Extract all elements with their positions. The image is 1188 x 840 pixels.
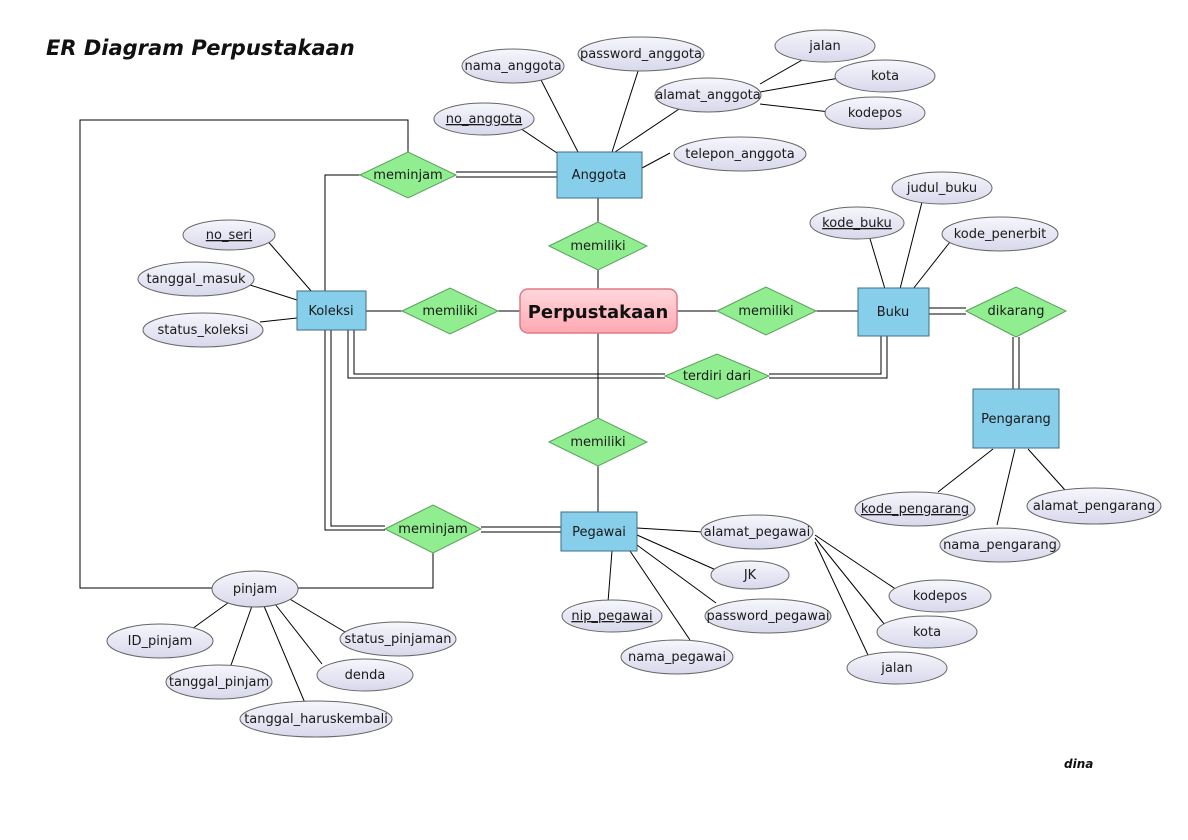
attribute-label: denda [345, 668, 386, 683]
attribute-kodepos-anggota: kodepos [824, 96, 926, 130]
attribute-label: no_seri [206, 228, 252, 243]
attribute-denda: denda [316, 658, 414, 692]
attribute-judul-buku: judul_buku [891, 171, 993, 205]
attribute-nama-pegawai: nama_pegawai [620, 639, 734, 675]
attribute-label: nama_anggota [464, 59, 561, 74]
attribute-kota-pegawai: kota [876, 615, 978, 649]
attribute-label: kodepos [848, 106, 902, 121]
attribute-label: kode_pengarang [861, 502, 969, 517]
attribute-label: kota [871, 69, 899, 84]
attribute-label: nama_pegawai [628, 650, 726, 665]
attribute-label: alamat_pengarang [1033, 499, 1155, 514]
relationship-memiliki-left: memiliki [400, 287, 500, 335]
attribute-label: kodepos [913, 589, 967, 604]
attribute-jalan-pegawai: jalan [846, 651, 948, 685]
attribute-alamat-pengarang: alamat_pengarang [1026, 487, 1162, 525]
attribute-no-anggota: no_anggota [433, 102, 535, 136]
relationship-memiliki-right: memiliki [715, 286, 818, 336]
attribute-nip-pegawai: nip_pegawai [561, 599, 663, 633]
attribute-kode-penerbit: kode_penerbit [941, 216, 1059, 252]
relationship-label: dikarang [988, 304, 1045, 319]
attribute-status-koleksi: status_koleksi [142, 312, 264, 348]
attribute-label: alamat_pegawai [704, 525, 810, 540]
relationship-dikarang: dikarang [964, 286, 1068, 338]
relationship-label: memiliki [422, 304, 477, 319]
attribute-tanggal-pinjam: tanggal_pinjam [165, 664, 273, 700]
diagram-title: ER Diagram Perpustakaan [46, 36, 355, 60]
entity-pegawai: Pegawai [560, 511, 638, 552]
relationship-terdiri-dari: terdiri dari [663, 353, 771, 400]
relationship-label: terdiri dari [683, 369, 751, 384]
attribute-kota-anggota: kota [834, 59, 936, 93]
author-signature: dina [1064, 757, 1093, 771]
relationship-label: memiliki [570, 435, 625, 450]
attribute-tanggal-haruskembali: tanggal_haruskembali [239, 700, 393, 738]
attribute-label: jalan [880, 661, 912, 676]
entity-label: Pegawai [572, 525, 626, 540]
attribute-label: nip_pegawai [571, 609, 652, 624]
relationship-meminjam-top: meminjam [358, 151, 458, 199]
relationship-label: memiliki [738, 304, 793, 319]
attribute-label: nama_pengarang [943, 538, 1057, 553]
attribute-password-anggota: password_anggota [577, 36, 705, 72]
attribute-label: kode_penerbit [954, 227, 1047, 242]
attribute-no-seri: no_seri [182, 219, 276, 251]
attribute-label: status_koleksi [158, 323, 249, 338]
relationship-memiliki-bottom: memiliki [547, 417, 649, 467]
attribute-label: no_anggota [446, 112, 522, 127]
relationship-label: meminjam [373, 168, 442, 183]
attribute-kodepos-pegawai: kodepos [888, 579, 992, 613]
attribute-label: tanggal_pinjam [169, 675, 269, 690]
attribute-alamat-anggota: alamat_anggota [654, 77, 762, 113]
attribute-nama-anggota: nama_anggota [461, 48, 565, 84]
attribute-label: password_anggota [580, 47, 702, 62]
attribute-label: ID_pinjam [128, 634, 193, 649]
attribute-label: telepon_anggota [685, 147, 794, 162]
attribute-telepon-anggota: telepon_anggota [673, 136, 807, 172]
attribute-label: judul_buku [906, 181, 977, 196]
entity-label: Anggota [572, 168, 627, 183]
entity-pengarang: Pengarang [972, 388, 1060, 449]
entity-koleksi: Koleksi [296, 290, 367, 331]
attribute-label: tanggal_haruskembali [244, 712, 388, 727]
relationship-meminjam-bottom: meminjam [383, 504, 483, 554]
attribute-jk: JK [710, 560, 790, 590]
relationship-memiliki-top: memiliki [547, 221, 649, 271]
attribute-label: status_pinjaman [345, 632, 452, 647]
entity-label: Koleksi [308, 304, 353, 319]
attribute-password-pegawai: password_pegawai [704, 598, 832, 634]
entity-anggota: Anggota [556, 151, 643, 199]
attribute-jalan-anggota: jalan [774, 29, 876, 63]
attribute-label: password_pegawai [707, 609, 830, 624]
attribute-alamat-pegawai: alamat_pegawai [700, 514, 814, 550]
entity-label: Buku [877, 305, 910, 320]
attribute-label: tanggal_masuk [146, 272, 246, 287]
attribute-kode-buku: kode_buku [809, 206, 905, 240]
attribute-kode-pengarang: kode_pengarang [854, 491, 976, 527]
attribute-label: alamat_anggota [655, 88, 761, 103]
entity-buku: Buku [857, 287, 930, 337]
attribute-nama-pengarang: nama_pengarang [939, 527, 1061, 563]
central-entity-label: Perpustakaan [528, 302, 669, 323]
relationship-label: memiliki [570, 239, 625, 254]
attribute-tanggal-masuk: tanggal_masuk [137, 261, 255, 297]
attribute-label: jalan [808, 39, 840, 54]
pinjam-ellipse: pinjam [211, 570, 299, 608]
pinjam-label: pinjam [233, 582, 277, 597]
connector-lines [79, 46, 1066, 704]
relationship-label: meminjam [398, 522, 467, 537]
attribute-label: kode_buku [822, 216, 892, 231]
attribute-label: JK [743, 568, 757, 583]
entity-label: Pengarang [981, 412, 1051, 427]
attribute-label: kota [913, 625, 941, 640]
attribute-status-pinjaman: status_pinjaman [339, 621, 457, 657]
attribute-id-pinjam: ID_pinjam [106, 623, 214, 659]
central-entity-perpustakaan: Perpustakaan [519, 288, 678, 334]
